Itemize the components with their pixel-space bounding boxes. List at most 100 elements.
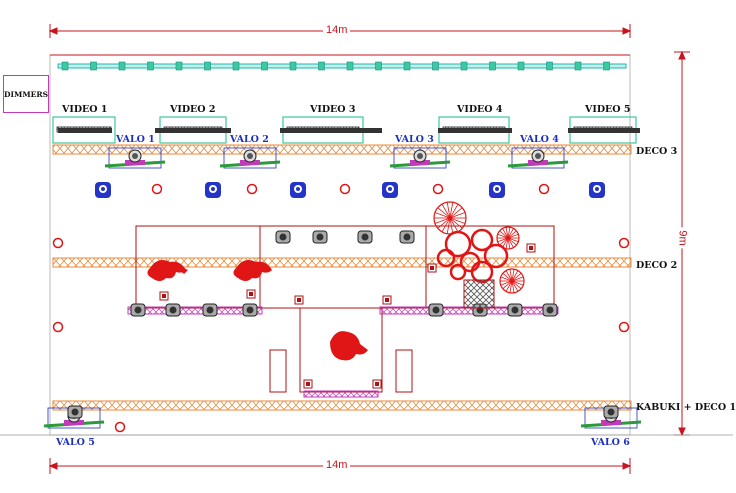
led-segment <box>460 61 468 71</box>
depth-label: 9m <box>676 227 689 249</box>
truss-lower-left <box>127 306 263 315</box>
small-fixture <box>159 291 169 301</box>
par-can <box>542 303 558 317</box>
kabuki-deco-1-label: KABUKI + DECO 1 <box>636 402 736 413</box>
par-can <box>312 230 328 244</box>
deco-3-label: DECO 3 <box>636 146 678 157</box>
blue-fixture <box>589 182 605 198</box>
balloon <box>470 228 494 252</box>
projector-bar-2 <box>155 128 231 133</box>
truss-kabuki <box>52 400 632 411</box>
led-segment <box>175 61 183 71</box>
led-segment <box>90 61 97 71</box>
red-fixture <box>246 183 258 195</box>
led-segment <box>289 61 297 71</box>
red-fixture <box>339 183 351 195</box>
valo-1-stand <box>104 147 166 169</box>
par-can <box>357 230 373 244</box>
par-can <box>428 303 444 317</box>
width-label-bottom: 14m <box>323 459 351 471</box>
led-segment <box>432 61 439 71</box>
valo-5-label: VALO 5 <box>56 437 95 448</box>
balloon <box>449 263 467 281</box>
video-3-label: VIDEO 3 <box>310 104 356 115</box>
red-figure-mid <box>233 260 272 281</box>
led-segment <box>118 61 126 71</box>
video-2-label: VIDEO 2 <box>170 104 216 115</box>
dimmers-label: DIMMERS <box>4 89 48 99</box>
red-fixture <box>432 183 444 195</box>
dimmers-box: DIMMERS <box>3 75 49 113</box>
par-can <box>275 230 291 244</box>
projector-bar-3 <box>280 128 382 133</box>
par-can <box>399 230 415 244</box>
led-segment <box>574 61 582 71</box>
fan-shape <box>496 226 520 250</box>
par-can <box>130 303 146 317</box>
truss-deco-3 <box>52 144 632 155</box>
par-can-row-upper <box>275 230 415 244</box>
balloon <box>483 243 509 269</box>
led-segment <box>375 61 382 71</box>
led-segment <box>403 61 411 71</box>
valo-4-label: VALO 4 <box>520 134 559 145</box>
video-1-label: VIDEO 1 <box>62 104 108 115</box>
balloon <box>436 248 456 268</box>
par-can <box>507 303 523 317</box>
red-fixture-row <box>151 183 550 195</box>
small-fixture <box>382 295 392 305</box>
side-red-fixtures <box>52 237 630 433</box>
blue-fixture <box>382 182 398 198</box>
led-segment <box>489 61 496 71</box>
led-segment <box>603 61 610 71</box>
small-fixture <box>294 295 304 305</box>
par-can <box>165 303 181 317</box>
small-fixture <box>246 289 256 299</box>
led-segment <box>61 61 69 71</box>
projector-bar-4 <box>438 128 512 133</box>
truss-deco-2 <box>52 257 632 268</box>
balloon <box>444 230 472 258</box>
valo-3-stand <box>389 147 451 169</box>
valo-2-label: VALO 2 <box>230 134 269 145</box>
valo-3-label: VALO 3 <box>395 134 434 145</box>
red-fixture <box>618 237 630 249</box>
blue-fixture <box>290 182 306 198</box>
video-5-label: VIDEO 5 <box>585 104 631 115</box>
red-fixture <box>618 321 630 333</box>
red-fixture <box>538 183 550 195</box>
video-screen-1 <box>52 116 116 144</box>
blue-fixture-row <box>95 182 605 198</box>
truss-center-small <box>303 390 379 398</box>
valo-1-label: VALO 1 <box>116 134 155 145</box>
small-fixture <box>526 243 536 253</box>
par-can <box>603 405 619 419</box>
width-label-top: 14m <box>323 24 351 36</box>
led-segment <box>318 61 325 71</box>
fan-shape <box>433 201 467 235</box>
par-can <box>67 405 83 419</box>
valo-2-stand <box>219 147 281 169</box>
led-segment <box>232 61 240 71</box>
red-figure-left <box>147 260 188 281</box>
projector-bar-5 <box>568 128 640 133</box>
projector-bar-1 <box>58 128 112 133</box>
small-fixture <box>372 379 382 389</box>
blue-fixture <box>489 182 505 198</box>
red-fixture <box>52 321 64 333</box>
red-figure-center <box>330 331 368 361</box>
video-4-label: VIDEO 4 <box>457 104 503 115</box>
led-segment <box>147 61 154 71</box>
valo-6-label: VALO 6 <box>591 437 630 448</box>
blue-fixture <box>205 182 221 198</box>
valo-units <box>43 147 642 429</box>
red-fixture <box>151 183 163 195</box>
par-can <box>242 303 258 317</box>
small-fixture <box>427 263 437 273</box>
valo-4-stand <box>507 147 569 169</box>
led-segment <box>546 61 553 71</box>
video-screens <box>52 116 640 144</box>
small-fixture <box>303 379 313 389</box>
